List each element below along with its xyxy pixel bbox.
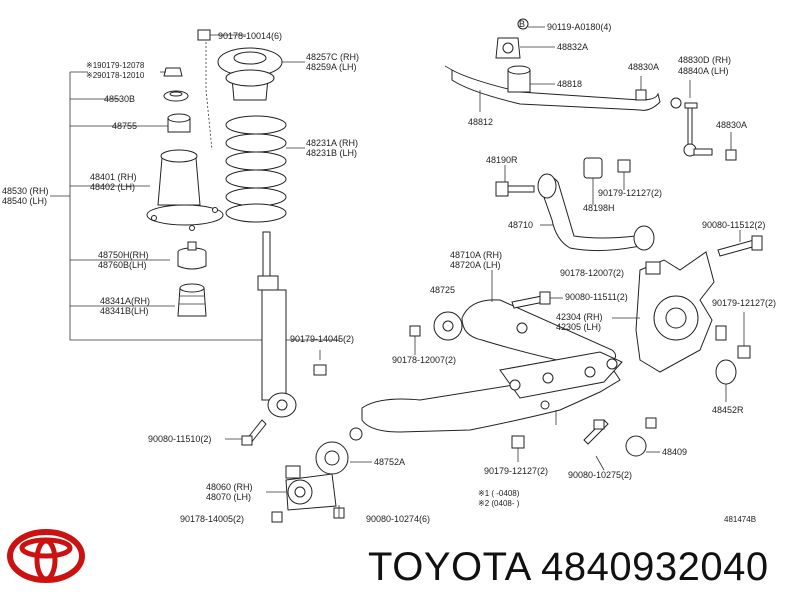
bushing-part	[167, 113, 191, 133]
lower-arm-assembly	[266, 251, 751, 523]
bolt-part	[241, 419, 267, 446]
stabilizer-assembly	[444, 18, 737, 161]
coil-spring-part	[225, 115, 287, 223]
label-48755: 48755	[112, 121, 137, 131]
label-48060: 48060 (RH)	[206, 482, 253, 492]
label-48259a: 48259A (LH)	[306, 62, 357, 72]
nut-part	[617, 159, 631, 173]
bushing-part	[285, 465, 337, 511]
nut-part	[271, 511, 283, 523]
label-48760b: 48760B(LH)	[98, 260, 147, 270]
upper-arm-assembly	[495, 157, 763, 257]
toyota-logo-icon	[7, 529, 85, 583]
bushing-part	[583, 157, 603, 179]
label-90178-12007-a: 90178-12007(2)	[560, 268, 624, 278]
label-48840a: 48840A (LH)	[678, 66, 729, 76]
strut-assembly	[50, 29, 340, 446]
label-48341b: 48341B(LH)	[100, 306, 149, 316]
note-2: ※2 (0408- )	[478, 499, 520, 508]
label-48812: 48812	[468, 117, 493, 127]
bolt-part	[583, 419, 609, 445]
spring-insulator-part	[217, 47, 283, 101]
label-48190r: 48190R	[486, 155, 518, 165]
label-90179-14045: 90179-14045(2)	[290, 334, 354, 344]
label-48725: 48725	[430, 285, 455, 295]
nut-part	[511, 435, 525, 449]
label-48341a: 48341A(RH)	[100, 296, 150, 306]
shock-absorber-part	[257, 231, 297, 418]
stabilizer-link-part	[670, 97, 713, 157]
label-48752a: 48752A	[374, 457, 405, 467]
label-48750h: 48750H(RH)	[98, 250, 149, 260]
label-42304: 42304 (RH)	[556, 312, 603, 322]
bushing-part	[315, 427, 363, 475]
label-90080-10274: 90080-10274(6)	[366, 514, 430, 524]
label-48409: 48409	[662, 447, 687, 457]
note-1: ※1 ( -0408)	[478, 489, 520, 498]
label-48818: 48818	[557, 79, 582, 89]
bump-stop-part	[177, 283, 207, 317]
bushing-part	[625, 417, 657, 457]
label-48830d: 48830D (RH)	[678, 55, 731, 65]
label-90080-10275: 90080-10275(2)	[568, 470, 632, 480]
label-90080-11510: 90080-11510(2)	[148, 434, 211, 444]
bolt-part	[495, 181, 535, 197]
nut-part	[163, 67, 183, 77]
brand-part-number: TOYOTA 4840932040	[368, 545, 769, 589]
label-48720a: 48720A (LH)	[450, 260, 501, 270]
bracket-part	[495, 37, 521, 59]
nut-part	[737, 345, 751, 359]
label-290178-12010: ※290178-12010	[86, 71, 145, 80]
label-48710a: 48710A (RH)	[450, 250, 502, 260]
upper-mount-part	[146, 149, 224, 231]
label-48231b: 48231B (LH)	[306, 148, 357, 158]
label-48452r: 48452R	[712, 405, 744, 415]
circle-b-label: B	[519, 19, 525, 29]
bushing-part	[507, 65, 531, 93]
label-48070: 48070 (LH)	[206, 492, 251, 502]
label-90179-12127-c: 90179-12127(2)	[484, 466, 548, 476]
label-48830a-right: 48830A	[716, 120, 747, 130]
knuckle-part	[635, 251, 727, 373]
label-48530: 48530 (RH)	[2, 186, 49, 196]
label-48832a: 48832A	[557, 42, 588, 52]
label-48830a-top: 48830A	[628, 62, 659, 72]
label-90119-a0180: 90119-A0180(4)	[547, 22, 611, 32]
label-90080-11512: 90080-11512(2)	[702, 220, 765, 230]
bolt-part	[511, 291, 551, 309]
label-48710: 48710	[508, 220, 533, 230]
bumper-part	[177, 241, 207, 270]
nut-part	[197, 29, 211, 41]
label-90080-11511: 90080-11511(2)	[565, 292, 628, 302]
label-42305: 42305 (LH)	[556, 322, 601, 332]
label-48257c: 48257C (RH)	[306, 52, 359, 62]
washer-part	[163, 90, 189, 102]
label-48231a: 48231A (RH)	[306, 138, 358, 148]
nut-part	[635, 89, 647, 101]
label-90179-12127-a: 90179-12127(2)	[598, 188, 662, 198]
label-90179-12127-b: 90179-12127(2)	[712, 298, 776, 308]
bushing-part	[715, 359, 737, 385]
label-190179-12078: ※190179-12078	[86, 61, 145, 70]
nut-part	[313, 364, 327, 376]
drawing-number: 481474B	[724, 515, 756, 524]
label-48198h: 48198H	[583, 203, 615, 213]
label-90178-12007-b: 90178-12007(2)	[392, 355, 456, 365]
label-48401: 48401 (RH)	[90, 172, 137, 182]
label-48530b: 48530B	[104, 94, 135, 104]
part-labels: 90178-10014(6) ※190179-12078 ※290178-120…	[2, 19, 776, 524]
label-90178-14005: 90178-14005(2)	[180, 514, 244, 524]
label-90178-10014: 90178-10014(6)	[218, 31, 282, 41]
label-48402: 48402 (LH)	[90, 182, 135, 192]
label-48540: 48540 (LH)	[2, 196, 47, 206]
nut-part	[725, 149, 737, 161]
nut-part	[409, 325, 421, 337]
bolt-part	[717, 235, 763, 257]
